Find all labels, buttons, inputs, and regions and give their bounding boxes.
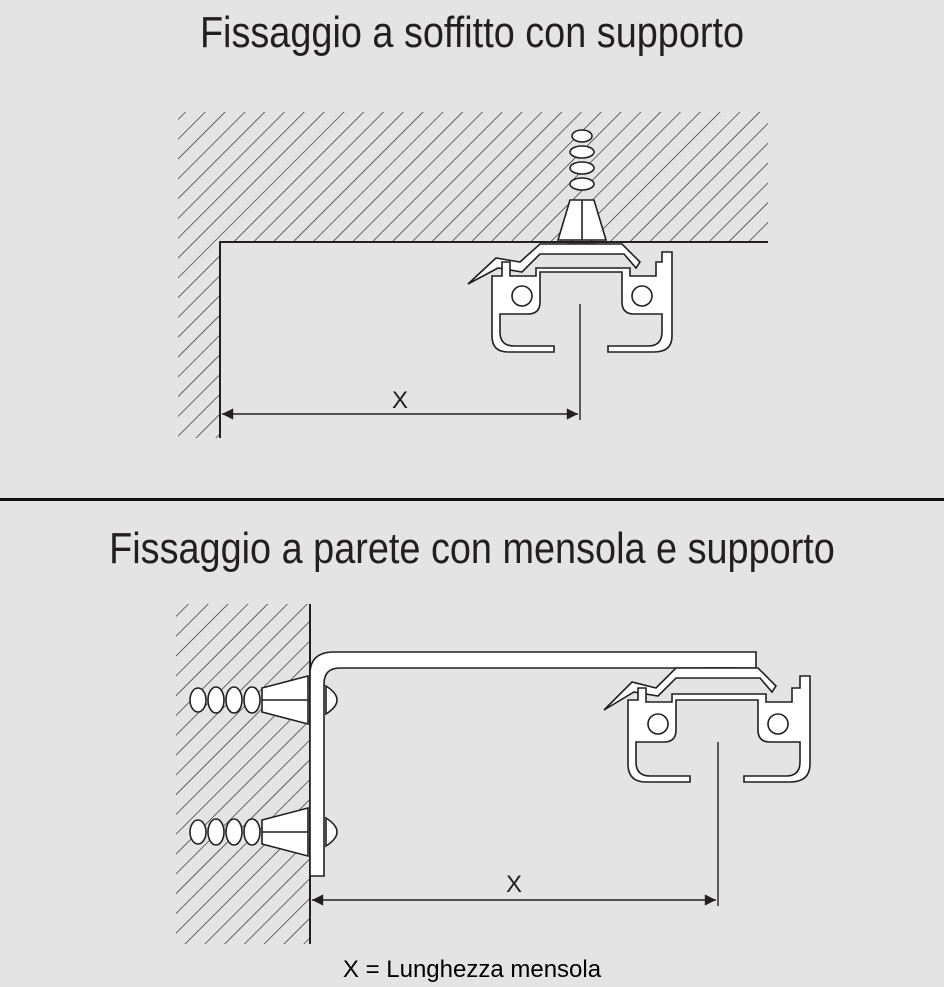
ceiling-clip: [467, 243, 642, 285]
ceiling-rail-channel-left: [511, 285, 533, 307]
ceiling-rail-profile: [491, 251, 673, 353]
wall-mount-title: Fissaggio a parete con mensola e support…: [109, 524, 835, 573]
wall-rail-channel-left: [647, 713, 669, 735]
dimension-legend: X = Lunghezza mensola: [342, 956, 602, 983]
wall-rail-profile: [627, 675, 811, 783]
ceiling-dimension-label: X: [392, 387, 408, 414]
wall-dimension-label: X: [506, 871, 522, 898]
section-divider: [0, 498, 944, 501]
wall-hatch: [176, 604, 310, 944]
ceiling-hatch: [178, 112, 768, 438]
ceiling-mount-title: Fissaggio a soffitto con supporto: [199, 8, 745, 57]
wall-dowel-lower-icon: [189, 806, 338, 858]
wall-section: X: [176, 604, 811, 944]
ceiling-section: X: [178, 112, 768, 438]
ceiling-edge: [219, 241, 768, 438]
wall-dowel-upper-icon: [189, 674, 338, 726]
wall-bracket: [309, 651, 757, 877]
ceiling-rail-channel-right: [631, 285, 653, 307]
wall-rail-channel-right: [767, 713, 789, 735]
